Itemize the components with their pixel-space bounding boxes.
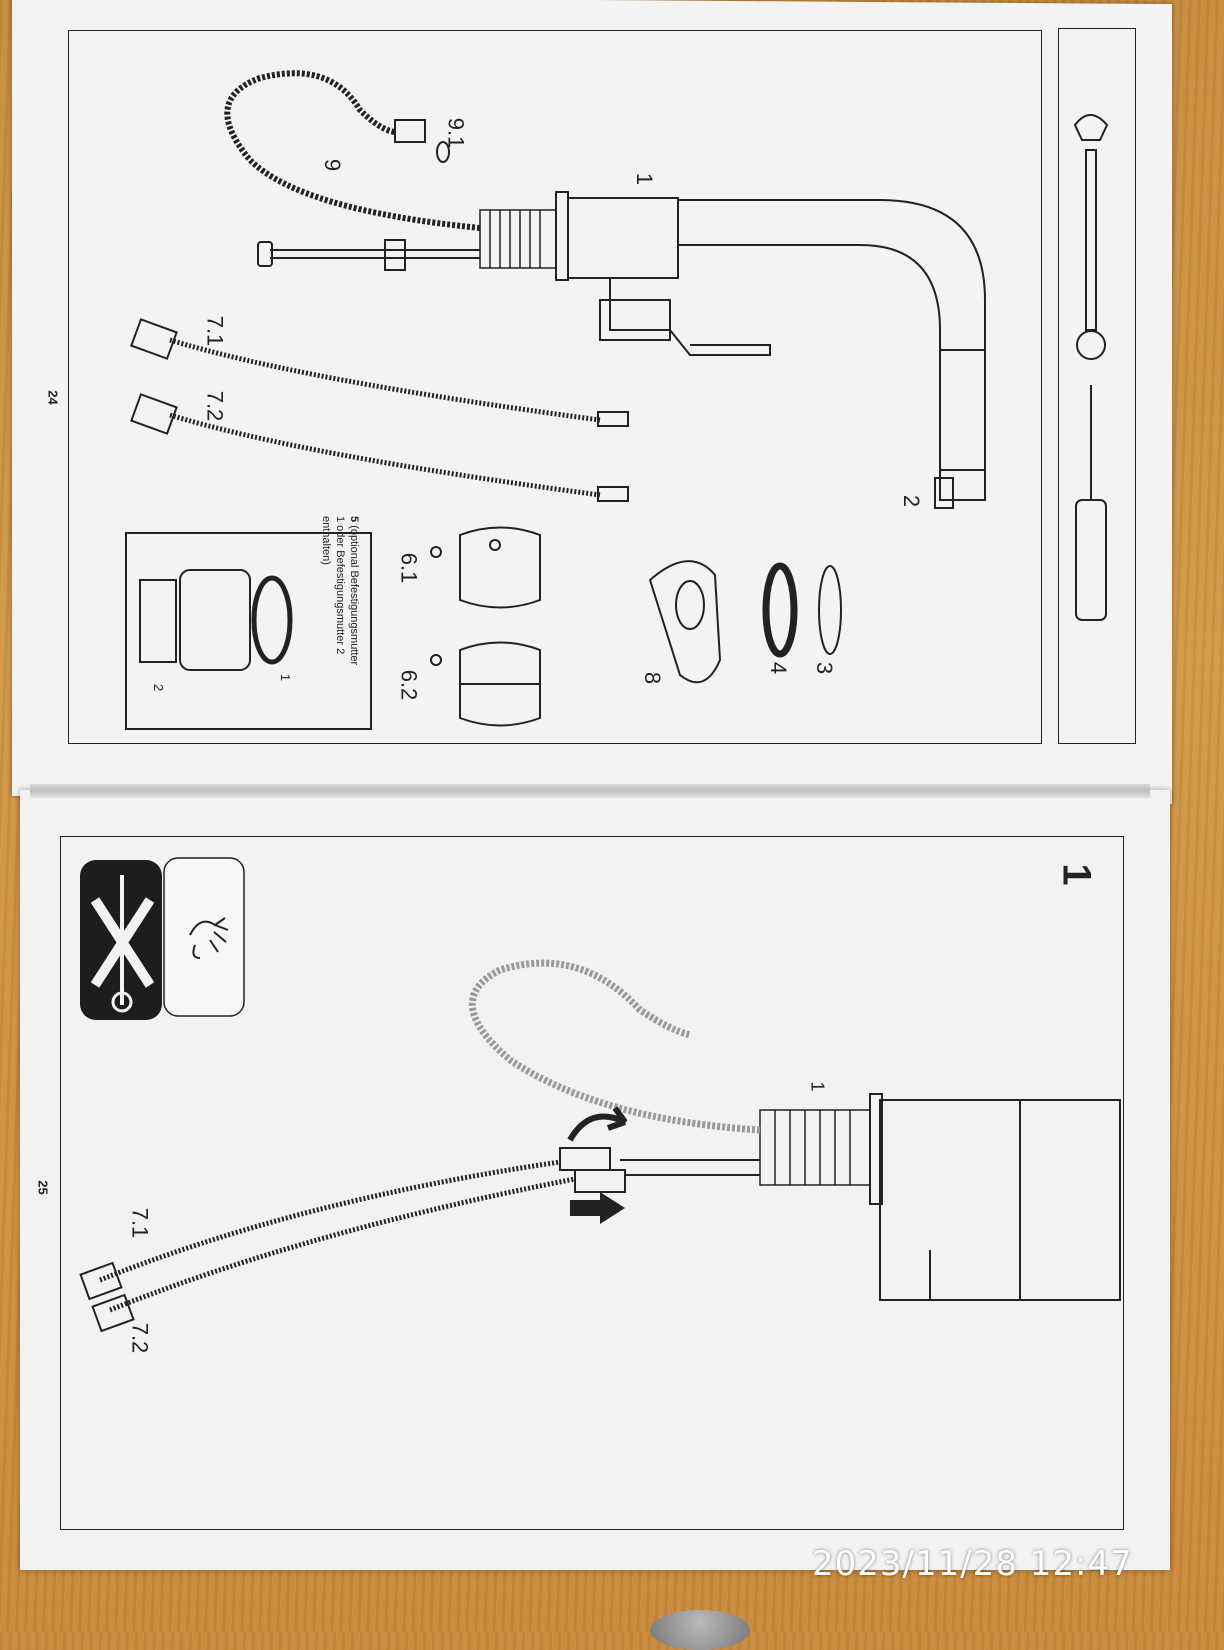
- wrench-icon: [1073, 114, 1109, 360]
- page-number-right: 25: [35, 1180, 51, 1195]
- label-part-4: 4: [766, 661, 792, 675]
- step1-faucet-drawing: [620, 1093, 1121, 1301]
- step-label-part-7-2: 7.2: [127, 1322, 153, 1354]
- step-number: 1: [1054, 863, 1099, 886]
- screwdriver-icon: [1075, 385, 1107, 621]
- washer-drawing: [818, 565, 842, 655]
- step1-pull-hose-drawing: [469, 959, 761, 1134]
- step-label-part-7-1: 7.1: [127, 1207, 153, 1239]
- label-part-7-2: 7.2: [202, 390, 228, 422]
- supply-hoses-drawing: [169, 337, 601, 498]
- coin: [650, 1610, 750, 1650]
- parts-frame: [68, 30, 1042, 744]
- page-number-left: 24: [45, 390, 61, 405]
- label-part-2: 2: [899, 494, 925, 508]
- optional-note-line1: (optional Befestigungsmutter: [348, 525, 360, 666]
- no-wrench-icon: [90, 875, 155, 1013]
- label-part-6-2: 6.2: [396, 669, 422, 701]
- label-part-8: 8: [640, 671, 666, 685]
- step-label-part-1: 1: [807, 1081, 828, 1092]
- optional-note-number: 5: [348, 516, 360, 523]
- label-part-7-1: 7.1: [202, 315, 228, 347]
- optional-nut-note: 5 (optional Befestigungsmutter 1 oder Be…: [319, 516, 361, 706]
- hose-connector-drawing: [394, 119, 426, 143]
- label-nut-2: 2: [151, 683, 167, 692]
- faucet-drawing: [257, 191, 986, 509]
- escutcheon-drawing: [648, 560, 722, 684]
- nut-2-drawing: [139, 579, 177, 663]
- booklet-spine: [30, 784, 1150, 798]
- label-nut-1: 1: [278, 673, 294, 682]
- step-frame: [60, 836, 1124, 1530]
- step1-supply-hoses-drawing: [99, 1159, 581, 1313]
- optional-nuts-box: [125, 532, 372, 730]
- label-part-9-1: 9.1: [443, 117, 469, 149]
- gasket-drawing: [762, 562, 798, 658]
- plate-6-2-drawing: [459, 641, 541, 727]
- tools-frame: [1058, 28, 1136, 744]
- push-arrow-icon: [570, 1192, 625, 1224]
- rotate-arrow-icon: [567, 1106, 628, 1142]
- plate-6-1-drawing: [459, 526, 541, 609]
- hand-icon: [189, 917, 229, 959]
- optional-note-line2: 1 oder Befestigungsmutter 2: [334, 516, 346, 655]
- hand-tool-box: [163, 857, 245, 1017]
- label-part-1: 1: [632, 172, 658, 186]
- nut-1-drawing: [179, 569, 251, 671]
- label-part-3: 3: [812, 661, 838, 675]
- label-part-9: 9: [320, 158, 346, 172]
- optional-note-line3: enthalten): [320, 516, 332, 565]
- label-part-6-1: 6.1: [396, 552, 422, 584]
- pull-hose-drawing: [224, 70, 481, 231]
- photo-timestamp: 2023/11/28 12:47: [812, 1544, 1133, 1584]
